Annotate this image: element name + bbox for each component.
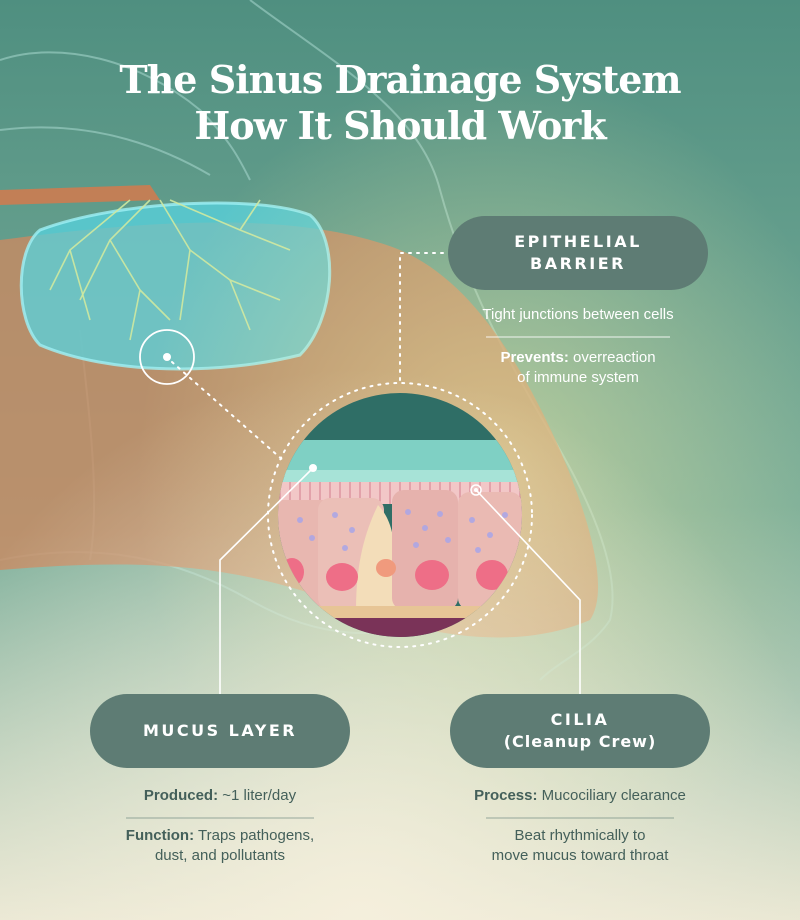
cilia-label-line-1: CILIA bbox=[550, 710, 610, 729]
cilia-label: CILIA (Cleanup Crew) bbox=[450, 694, 710, 768]
mucus-function-label: Function: bbox=[125, 827, 195, 844]
sinus-marker-ring bbox=[139, 329, 195, 385]
mucus-produced-label: Produced: bbox=[143, 787, 219, 804]
epithelial-detail-3: of immune system bbox=[517, 369, 639, 386]
epithelial-detail-1: Tight junctions between cells bbox=[482, 306, 674, 323]
mucus-function-text: Traps pathogens, bbox=[194, 827, 315, 844]
magnifier-ring bbox=[267, 382, 533, 648]
nucleus bbox=[415, 560, 449, 590]
nucleus bbox=[376, 559, 396, 577]
nucleus bbox=[476, 560, 508, 590]
cilia-marker-ring bbox=[470, 484, 482, 496]
cell bbox=[392, 490, 458, 610]
epithelial-barrier-label: EPITHELIAL BARRIER bbox=[448, 216, 708, 290]
epithelial-label-line-2: BARRIER bbox=[530, 254, 626, 273]
cilia-marker-dot bbox=[474, 488, 478, 492]
cilia-beat-line-2: move mucus toward throat bbox=[491, 847, 669, 864]
mucus-layer-label: MUCUS LAYER bbox=[90, 694, 350, 768]
cilia-beat-line-1: Beat rhythmically to bbox=[514, 827, 646, 844]
sinus-marker-dot bbox=[163, 353, 171, 361]
mucus-produced: Produced: ~1 liter/day bbox=[70, 786, 370, 806]
mucus-function: Function: Traps pathogens, bbox=[70, 826, 370, 846]
epithelial-detail-2: Prevents: overreaction bbox=[448, 348, 708, 368]
cilia-process-text: Mucociliary clearance bbox=[537, 787, 686, 804]
cilia-process-label: Process: bbox=[474, 787, 538, 804]
epithelial-prevents-label: Prevents: bbox=[500, 349, 569, 366]
cilia-process: Process: Mucociliary clearance bbox=[420, 786, 740, 806]
mucus-marker-dot bbox=[309, 464, 317, 472]
cilia-label-line-2: (Cleanup Crew) bbox=[503, 732, 657, 751]
dotted-connectors bbox=[171, 252, 449, 463]
mucus-label-text: MUCUS LAYER bbox=[142, 721, 298, 740]
solid-connectors bbox=[219, 467, 581, 694]
mucus-function-line-2: dust, and pollutants bbox=[154, 847, 286, 864]
epithelial-prevents-text: overreaction bbox=[568, 349, 656, 366]
magnified-tissue bbox=[278, 393, 522, 637]
nucleus bbox=[326, 563, 358, 591]
epithelial-label-line-1: EPITHELIAL bbox=[514, 232, 642, 251]
goblet-cell bbox=[356, 505, 397, 610]
title-line-2: How It Should Work bbox=[194, 103, 606, 148]
title-line-1: The Sinus Drainage System bbox=[119, 57, 681, 102]
mucus-produced-text: ~1 liter/day bbox=[218, 787, 297, 804]
